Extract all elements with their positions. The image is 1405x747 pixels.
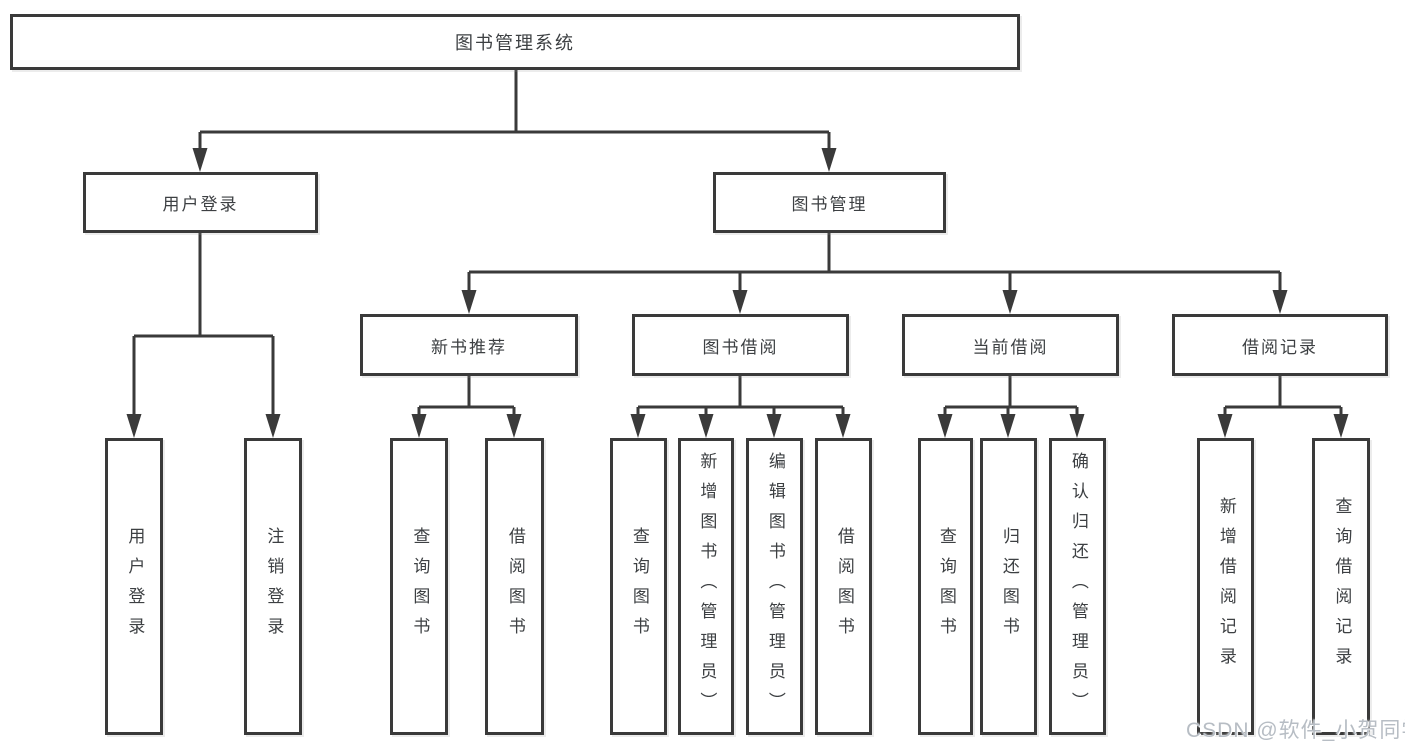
node-book-borrow: 图书借阅 [632,314,849,376]
arrowhead-icon [1002,290,1018,314]
node-user-login: 用户登录 [83,172,318,233]
connector-book-management-children [461,233,1288,314]
connector-user-login-children [126,233,281,438]
arrowhead-icon [766,414,782,438]
node-label: 编辑图书（管理员） [765,451,785,722]
node-label: 用户登录 [162,195,239,214]
arrowhead-icon [937,414,953,438]
leaf-borrow-books-recommend: 借阅图书 [485,438,544,735]
arrowhead-icon [126,414,142,438]
node-label: 查询图书 [410,526,430,647]
node-label: 新增借阅记录 [1216,496,1236,677]
connector-book-borrow-children [630,376,851,438]
arrowhead-icon [835,414,851,438]
connector-new-book-children [411,376,522,438]
arrowhead-icon [1272,290,1288,314]
leaf-query-books-current: 查询图书 [918,438,973,735]
node-label: 查询图书 [936,526,956,647]
arrowhead-icon [630,414,646,438]
arrowhead-icon [265,414,281,438]
node-label: 当前借阅 [972,337,1049,357]
connector-root-to-level2 [192,70,837,172]
node-label: 注销登录 [264,526,284,647]
watermark: CSDN @软件_小贺同学 [1186,719,1405,742]
node-label: 借阅图书 [505,526,525,647]
leaf-confirm-return-admin: 确认归还（管理员） [1049,438,1106,735]
node-label: 图书借阅 [702,337,779,357]
node-current-borrow: 当前借阅 [902,314,1119,376]
node-label: 查询图书 [629,526,649,647]
arrowhead-icon [698,414,714,438]
arrowhead-icon [506,414,522,438]
arrowhead-icon [821,148,837,172]
leaf-edit-book-admin: 编辑图书（管理员） [746,438,803,735]
connector-borrow-record-children [1217,376,1349,438]
node-label: 新增图书（管理员） [697,451,717,722]
node-label: 确认归还（管理员） [1068,451,1088,722]
leaf-query-books-borrow: 查询图书 [610,438,667,735]
leaf-add-book-admin: 新增图书（管理员） [678,438,734,735]
arrowhead-icon [732,290,748,314]
node-root: 图书管理系统 [10,14,1020,70]
node-label: 图书管理系统 [455,33,575,53]
leaf-user-login: 用户登录 [105,438,163,735]
node-new-book-recommend: 新书推荐 [360,314,578,376]
connector-current-borrow-children [937,376,1085,438]
node-label: 归还图书 [999,526,1019,647]
leaf-query-borrow-record: 查询借阅记录 [1312,438,1370,735]
leaf-add-borrow-record: 新增借阅记录 [1197,438,1254,735]
node-book-management: 图书管理 [713,172,946,233]
node-label: 用户登录 [125,526,145,647]
node-label: 新书推荐 [431,337,507,357]
leaf-return-book: 归还图书 [980,438,1037,735]
arrowhead-icon [1217,414,1233,438]
arrowhead-icon [411,414,427,438]
node-label: 查询借阅记录 [1332,496,1352,677]
arrowhead-icon [1333,414,1349,438]
arrowhead-icon [192,148,208,172]
node-label: 借阅记录 [1242,337,1318,357]
arrowhead-icon [1069,414,1085,438]
arrowhead-icon [461,290,477,314]
leaf-logout: 注销登录 [244,438,302,735]
arrowhead-icon [1000,414,1016,438]
node-label: 图书管理 [791,195,868,214]
leaf-query-books-recommend: 查询图书 [390,438,448,735]
node-borrow-records: 借阅记录 [1172,314,1388,376]
node-label: 借阅图书 [834,526,854,647]
leaf-borrow-books: 借阅图书 [815,438,872,735]
